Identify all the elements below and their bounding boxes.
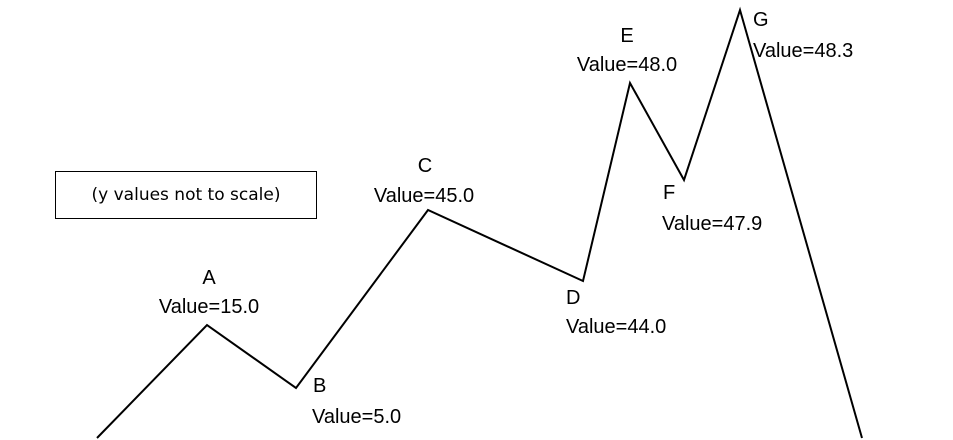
point-f-letter: F <box>663 182 675 204</box>
point-b-letter: B <box>313 375 326 397</box>
point-a-letter: A <box>202 267 216 289</box>
point-e-letter: E <box>620 25 633 47</box>
point-e-value: Value=48.0 <box>577 54 677 76</box>
point-g-letter: G <box>753 9 769 31</box>
note-text: (y values not to scale) <box>91 185 281 205</box>
point-c-value: Value=45.0 <box>374 185 474 207</box>
point-d-letter: D <box>566 287 580 309</box>
point-f-value: Value=47.9 <box>662 213 762 235</box>
point-c-letter: C <box>418 155 432 177</box>
not-to-scale-note: (y values not to scale) <box>55 171 317 219</box>
point-d-value: Value=44.0 <box>566 316 666 338</box>
point-b-value: Value=5.0 <box>312 406 401 428</box>
zigzag-line <box>96 6 863 439</box>
point-g-value: Value=48.3 <box>753 40 853 62</box>
point-a-value: Value=15.0 <box>159 296 259 318</box>
